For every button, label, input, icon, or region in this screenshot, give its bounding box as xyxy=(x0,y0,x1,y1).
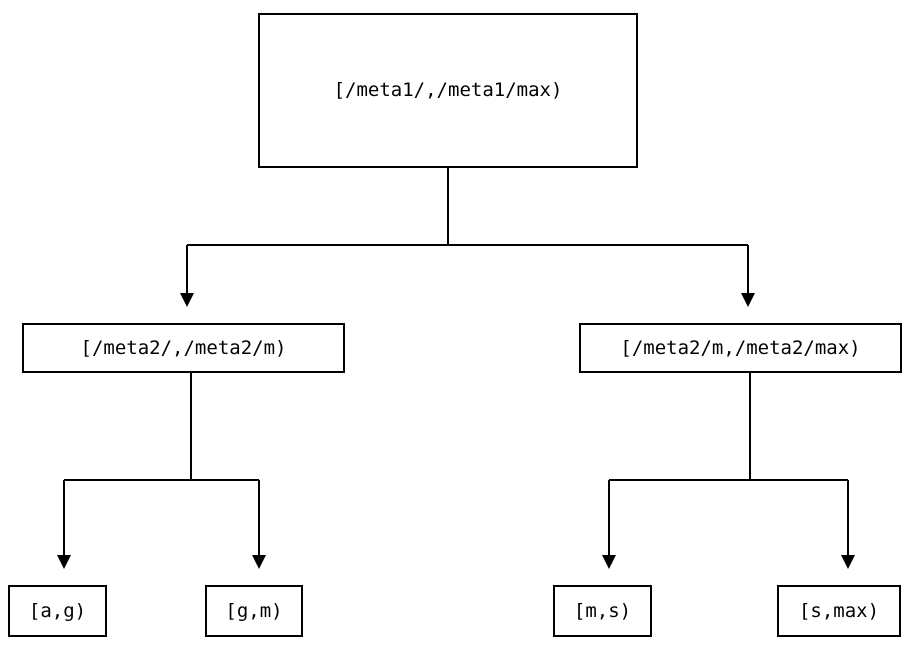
tree-node-leaf-s-max-label: [s,max) xyxy=(798,599,880,622)
tree-node-mid-right[interactable]: [/meta2/m,/meta2/max) xyxy=(579,323,902,373)
tree-node-leaf-m-s[interactable]: [m,s) xyxy=(553,585,652,637)
arrowhead-to-g-m-icon xyxy=(252,555,266,569)
arrowhead-to-mid-right-icon xyxy=(741,293,755,307)
tree-node-leaf-g-m[interactable]: [g,m) xyxy=(205,585,303,637)
tree-node-leaf-s-max[interactable]: [s,max) xyxy=(777,585,901,637)
arrowhead-to-s-max-icon xyxy=(841,555,855,569)
tree-node-leaf-g-m-label: [g,m) xyxy=(225,599,283,622)
arrowhead-to-a-g-icon xyxy=(57,555,71,569)
tree-node-leaf-a-g-label: [a,g) xyxy=(28,599,87,622)
tree-node-root-label: [/meta1/,/meta1/max) xyxy=(333,79,563,101)
arrowhead-to-m-s-icon xyxy=(602,555,616,569)
tree-node-mid-left[interactable]: [/meta2/,/meta2/m) xyxy=(22,323,345,373)
tree-node-leaf-m-s-label: [m,s) xyxy=(573,599,632,622)
tree-node-mid-right-label: [/meta2/m,/meta2/max) xyxy=(620,336,861,359)
tree-node-leaf-a-g[interactable]: [a,g) xyxy=(8,585,107,637)
arrowhead-to-mid-left-icon xyxy=(180,293,194,307)
tree-node-root[interactable]: [/meta1/,/meta1/max) xyxy=(258,13,638,168)
tree-node-mid-left-label: [/meta2/,/meta2/m) xyxy=(80,336,287,359)
